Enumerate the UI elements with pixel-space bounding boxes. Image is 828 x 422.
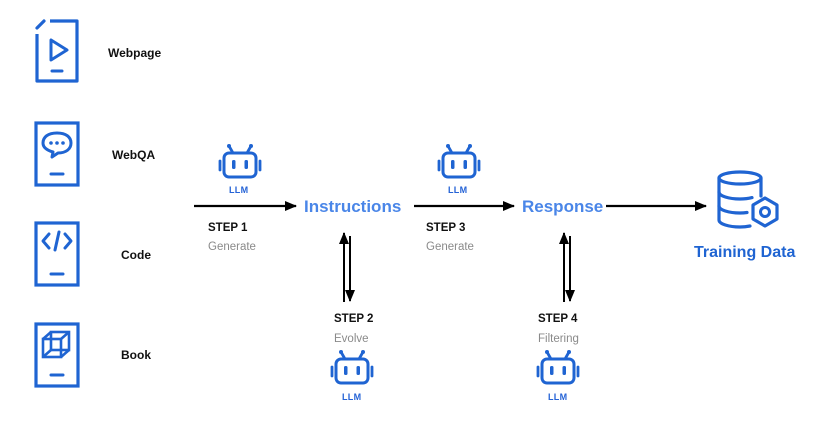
llm-label-step2: LLM [342,392,362,402]
llm-label-step4: LLM [548,392,568,402]
llm-label-step3: LLM [448,185,468,195]
response-node: Response [522,197,604,216]
step3-subtitle: Generate [426,241,474,253]
cube-document-icon [34,322,80,388]
source-label-webqa: WebQA [112,148,156,162]
step1-subtitle: Generate [208,241,256,253]
llm-label-step1: LLM [229,185,249,195]
step4-title: STEP 4 [538,313,578,325]
instructions-node: Instructions [304,197,402,216]
robot-icon-step2 [330,350,374,385]
source-label-book: Book [121,348,151,362]
robot-icon-step3 [437,144,481,179]
training-data-label: Training Data [694,244,796,261]
robot-icon-step4 [536,350,580,385]
source-label-webpage: Webpage [108,46,162,60]
step2-title: STEP 2 [334,313,374,325]
code-document-icon [34,221,80,287]
play-document-icon [35,19,79,83]
source-label-code: Code [121,248,151,262]
step4-subtitle: Filtering [538,333,579,345]
robot-icon-step1 [218,144,262,179]
step1-title: STEP 1 [208,222,248,234]
step3-title: STEP 3 [426,222,466,234]
chat-document-icon [34,121,80,187]
step2-subtitle: Evolve [334,333,369,345]
database-gear-icon [717,170,779,229]
